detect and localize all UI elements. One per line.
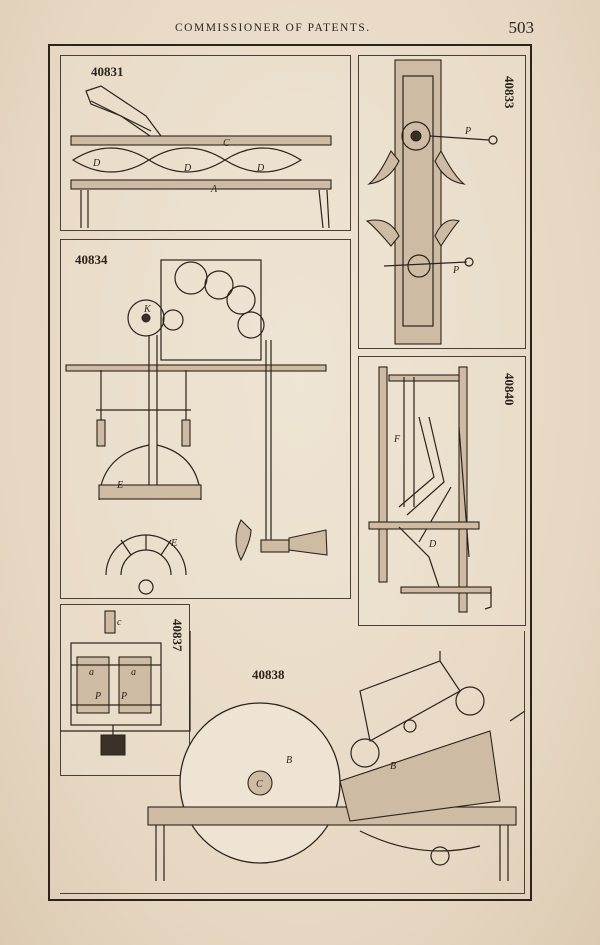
gear-machine-drawing: K E E (65, 259, 328, 595)
label-E: E (170, 538, 177, 549)
label-D: D (256, 163, 265, 174)
label-D: D (92, 158, 101, 169)
label-P: P (452, 265, 459, 276)
figure-panel-40840: 40840 F D (358, 356, 526, 626)
figure-panel-40833: 40833 G P P (358, 55, 526, 349)
label-P: P (464, 126, 471, 137)
label-G: G (410, 131, 417, 142)
label-F: F (393, 434, 401, 445)
label-c: c (117, 617, 122, 628)
label-K: K (143, 304, 152, 315)
label-a: a (89, 667, 94, 678)
plane-drawing: G P P (365, 59, 498, 345)
label-A: A (210, 184, 218, 195)
saw-machine-drawing: B C B (60, 631, 526, 881)
label-C: C (223, 138, 230, 149)
figure-panel-40831: 40831 D C D D A (60, 55, 351, 231)
patent-number-40838: 40838 (252, 667, 285, 682)
engraving-plate: 40831 D C D D A 40833 (48, 44, 532, 901)
label-D: D (183, 163, 192, 174)
bed-frame-drawing: D C D D A (70, 85, 332, 229)
label-B: B (286, 755, 292, 766)
label-D: D (428, 539, 437, 550)
label-a: a (131, 667, 136, 678)
patent-number-40831: 40831 (91, 64, 124, 79)
figure-panel-40838: 40838 B C B (60, 631, 526, 894)
page-number: 503 (508, 18, 535, 37)
label-E: E (116, 480, 123, 491)
label-C: C (256, 779, 263, 790)
patent-number-40834: 40834 (75, 252, 108, 267)
label-B: B (390, 761, 396, 772)
figure-panel-40834: 40834 (60, 239, 351, 599)
press-drawing: F D (368, 366, 492, 613)
figure-panel-40837: 40837 c a a P P (60, 604, 190, 776)
label-P: P (94, 691, 101, 702)
running-head: COMMISSIONER OF PATENTS. (175, 22, 371, 34)
label-P: P (120, 691, 127, 702)
mill-drawing: c a a P P (70, 610, 162, 756)
